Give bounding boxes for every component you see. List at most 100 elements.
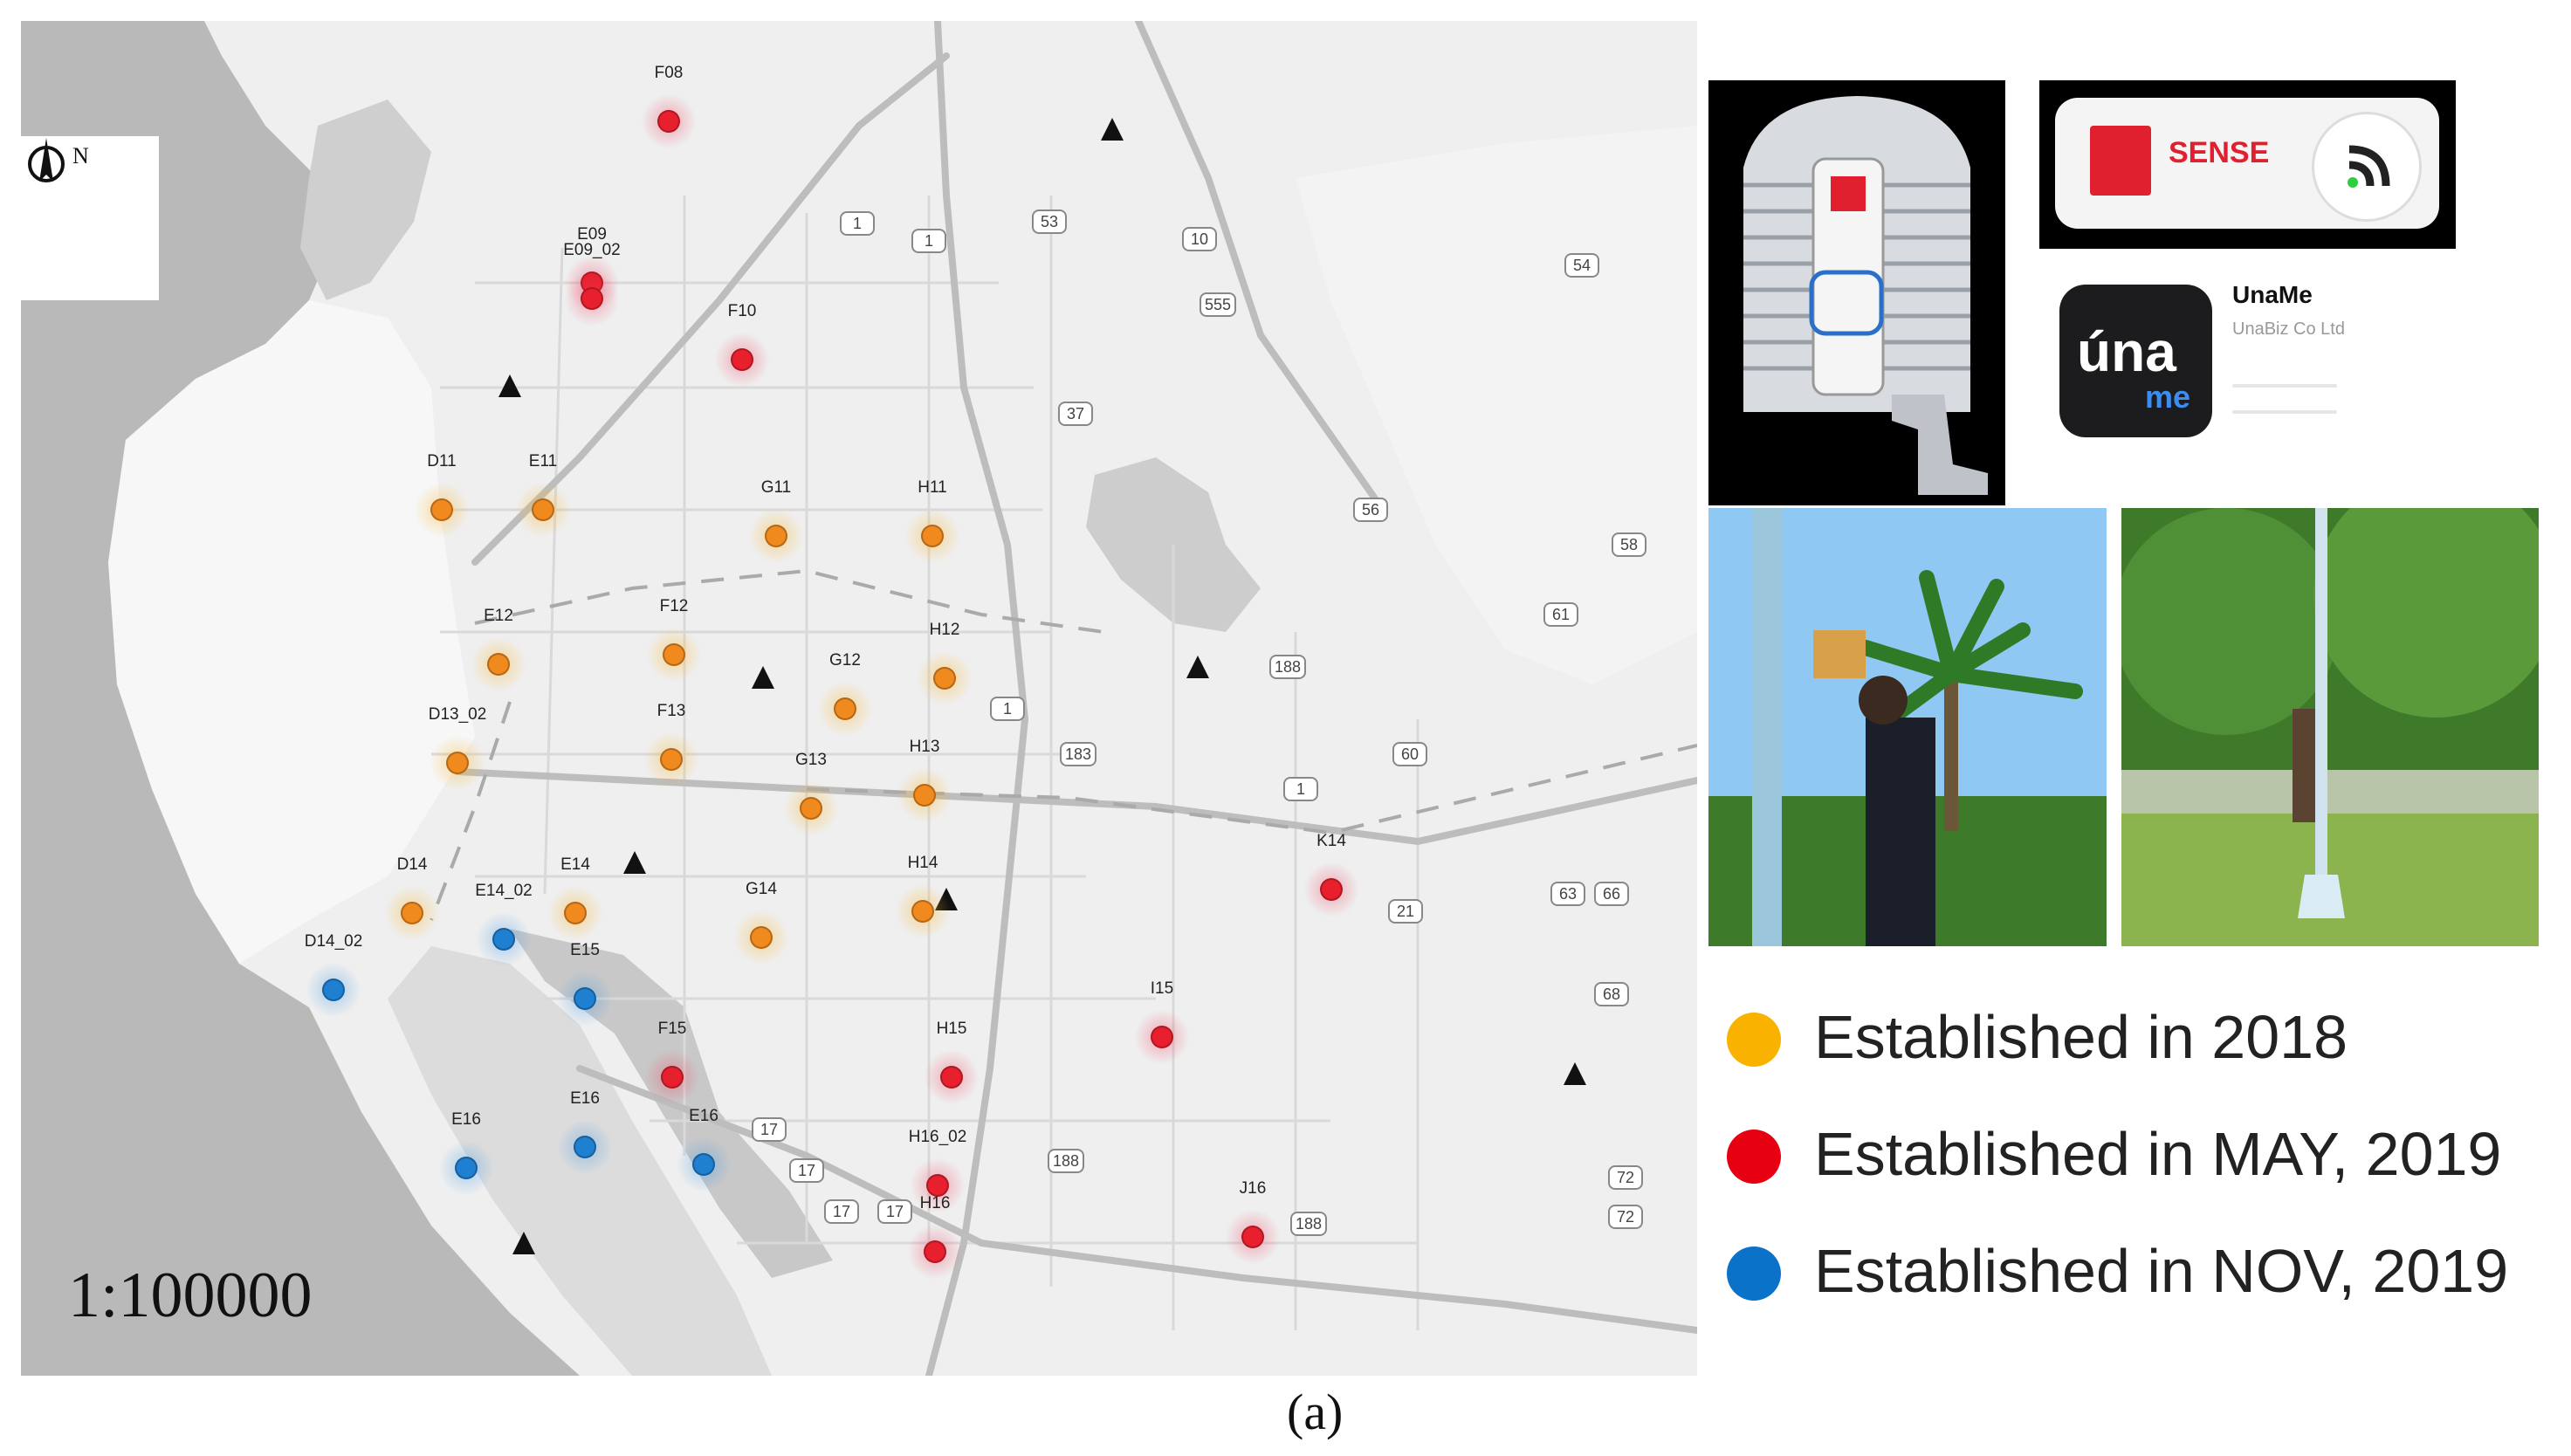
signal-icon bbox=[2312, 112, 2422, 222]
route-shield-icon: 72 bbox=[1608, 1165, 1643, 1190]
route-shield-icon: 56 bbox=[1353, 498, 1388, 522]
site-dot bbox=[532, 498, 554, 521]
site-dot bbox=[921, 525, 944, 547]
site-label: E16 bbox=[570, 1089, 600, 1108]
site-label: G11 bbox=[760, 478, 792, 497]
site-dot bbox=[911, 900, 934, 923]
route-shield-icon: 10 bbox=[1182, 227, 1217, 251]
landmark-triangle-icon bbox=[498, 374, 521, 397]
north-label: N bbox=[72, 143, 89, 168]
legend-dot bbox=[1727, 1247, 1781, 1301]
route-shield-icon: 58 bbox=[1612, 532, 1646, 557]
site-label: F15 bbox=[657, 1020, 687, 1038]
route-shield-icon: 21 bbox=[1388, 899, 1423, 924]
site-label: D11 bbox=[427, 452, 457, 470]
legend-dot bbox=[1727, 1130, 1781, 1184]
site-label: H14 bbox=[907, 854, 938, 872]
route-shield-icon: 68 bbox=[1594, 982, 1629, 1006]
route-shield-icon: 17 bbox=[824, 1199, 859, 1224]
route-shield-icon: 54 bbox=[1564, 253, 1599, 278]
route-shield-icon: 1 bbox=[1283, 777, 1318, 801]
site-label: E12 bbox=[484, 607, 513, 625]
site-label: E16 bbox=[689, 1107, 718, 1125]
site-label: H13 bbox=[909, 738, 940, 756]
site-dot bbox=[455, 1157, 478, 1179]
app-placeholder-line bbox=[2232, 384, 2337, 388]
landmark-triangle-icon bbox=[1564, 1062, 1586, 1085]
route-shield-icon: 183 bbox=[1060, 742, 1097, 766]
site-label: J16 bbox=[1239, 1179, 1267, 1198]
site-label: F08 bbox=[654, 64, 684, 82]
site-dot bbox=[430, 498, 453, 521]
figure-caption: (a) bbox=[1287, 1384, 1344, 1440]
site-dot bbox=[731, 348, 753, 371]
app-placeholder-line bbox=[2232, 410, 2337, 414]
site-label: F13 bbox=[656, 702, 686, 720]
site-label: E14_02 bbox=[475, 882, 533, 900]
sensor-housing-photo bbox=[1708, 80, 2005, 505]
site-label: F12 bbox=[659, 597, 689, 615]
site-dot bbox=[401, 902, 423, 924]
route-shield-icon: 188 bbox=[1290, 1212, 1328, 1236]
site-label: H16 bbox=[919, 1194, 951, 1212]
site-label: H12 bbox=[929, 621, 960, 639]
landmark-triangle-icon bbox=[752, 666, 774, 689]
site-dot bbox=[1151, 1026, 1173, 1048]
site-dot bbox=[933, 667, 956, 690]
route-shield-icon: 1 bbox=[990, 697, 1025, 721]
site-label: E09_02 bbox=[563, 241, 621, 259]
route-shield-icon: 61 bbox=[1543, 602, 1578, 627]
sense-device-photo: SENSE bbox=[2039, 80, 2456, 249]
legend-label: Established in MAY, 2019 bbox=[1814, 1120, 2502, 1188]
site-dot bbox=[750, 926, 773, 949]
route-shield-icon: 188 bbox=[1269, 655, 1307, 679]
map-scale: 1:100000 bbox=[68, 1260, 313, 1331]
site-dot bbox=[663, 643, 685, 666]
site-dot bbox=[924, 1240, 946, 1263]
route-shield-icon: 17 bbox=[752, 1117, 787, 1142]
site-label: E15 bbox=[570, 941, 600, 959]
site-dot bbox=[1241, 1226, 1264, 1248]
site-dot bbox=[926, 1174, 949, 1197]
site-dot bbox=[657, 110, 680, 133]
legend-label: Established in NOV, 2019 bbox=[1814, 1237, 2509, 1305]
site-dot bbox=[800, 797, 822, 820]
site-dot bbox=[765, 525, 787, 547]
landmark-triangle-icon bbox=[623, 851, 646, 874]
app-name: UnaMe bbox=[2232, 281, 2313, 308]
site-dot bbox=[564, 902, 587, 924]
site-label: K14 bbox=[1316, 832, 1346, 850]
site-label: H15 bbox=[936, 1020, 967, 1038]
site-dot bbox=[940, 1066, 963, 1089]
route-shield-icon: 66 bbox=[1594, 882, 1629, 906]
landmark-triangle-icon bbox=[512, 1232, 535, 1254]
north-arrow-panel: N bbox=[21, 136, 159, 300]
map-base bbox=[21, 21, 1697, 1376]
site-label: H16_02 bbox=[908, 1128, 967, 1146]
site-dot bbox=[574, 987, 596, 1010]
site-label: E09 bbox=[577, 225, 607, 244]
site-label: D14_02 bbox=[304, 932, 363, 951]
compass-icon bbox=[28, 138, 65, 182]
site-label: E16 bbox=[451, 1110, 481, 1129]
route-shield-icon: 63 bbox=[1550, 882, 1585, 906]
route-shield-icon: 1 bbox=[911, 229, 946, 253]
landmark-triangle-icon bbox=[1101, 118, 1124, 141]
route-shield-icon: 555 bbox=[1200, 292, 1237, 317]
site-dot bbox=[1320, 878, 1343, 901]
pole-photo bbox=[2121, 508, 2539, 946]
route-shield-icon: 188 bbox=[1048, 1149, 1085, 1173]
installation-photo bbox=[1708, 508, 2107, 946]
route-shield-icon: 1 bbox=[840, 211, 875, 236]
site-dot bbox=[581, 287, 603, 310]
site-dot bbox=[322, 979, 345, 1001]
site-label: D13_02 bbox=[428, 705, 487, 724]
site-dot bbox=[660, 748, 683, 771]
site-label: E14 bbox=[560, 855, 590, 874]
route-shield-icon: 60 bbox=[1392, 742, 1427, 766]
legend-dot bbox=[1727, 1013, 1781, 1067]
site-dot bbox=[834, 697, 856, 720]
site-dot bbox=[692, 1153, 715, 1176]
route-shield-icon: 17 bbox=[877, 1199, 912, 1224]
